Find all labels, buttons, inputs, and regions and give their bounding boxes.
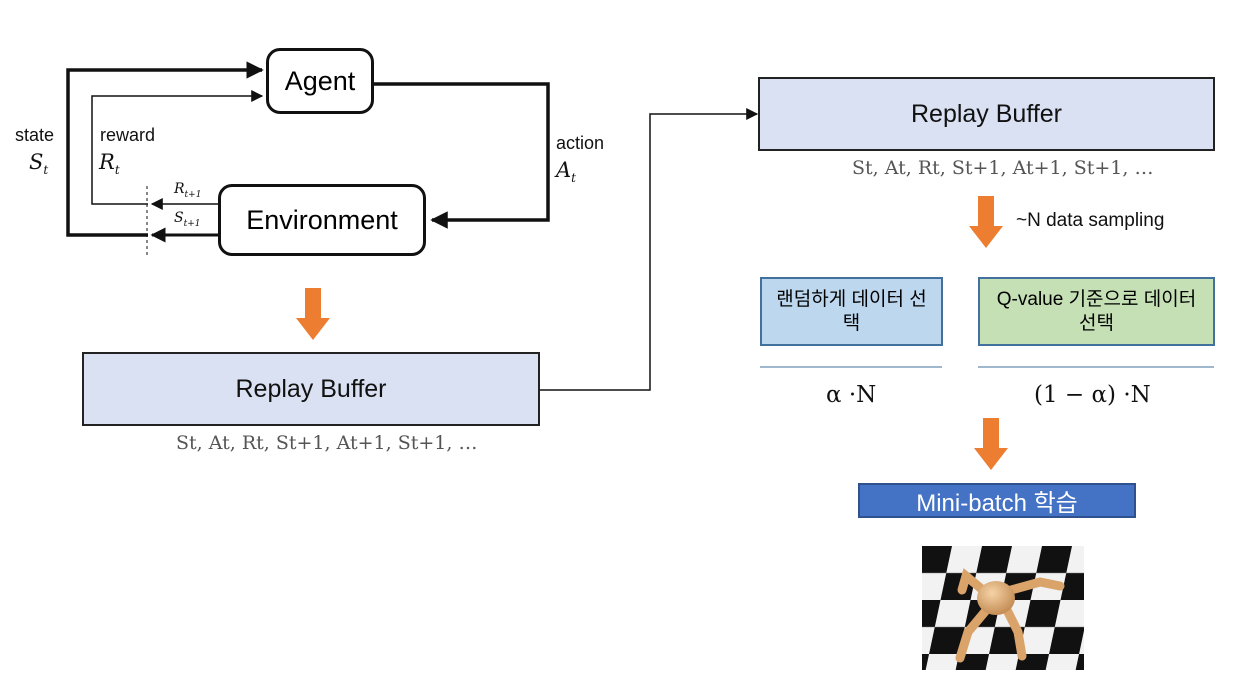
state-label: state	[15, 125, 55, 145]
sampling-label: ~N data sampling	[1016, 210, 1165, 231]
environment-box: Environment	[218, 184, 426, 256]
agent-box: Agent	[266, 48, 374, 114]
qvalue-selection-label: Q-value 기준으로 데이터 선택	[996, 288, 1197, 334]
action-symbol: At	[556, 158, 576, 186]
reward-label: reward	[100, 125, 156, 145]
left-buffer-sequence: St, At, Rt, St+1, At+1, St+1, …	[176, 432, 478, 454]
agent-label: Agent	[284, 65, 356, 96]
left-buffer-title: Replay Buffer	[235, 374, 387, 403]
qvalue-selection-box: Q-value 기준으로 데이터 선택	[978, 277, 1215, 346]
random-selection-label: 랜덤하게 데이터 선택	[776, 288, 927, 334]
random-ratio: α ·N	[826, 382, 877, 408]
right-replay-buffer: Replay Buffer	[758, 77, 1215, 151]
state-symbol: St	[29, 150, 49, 178]
action-label: action	[556, 133, 605, 153]
random-selection-box: 랜덤하게 데이터 선택	[760, 277, 943, 346]
next-reward-symbol: Rt+1	[174, 181, 202, 200]
down-arrow-icon	[969, 196, 1003, 248]
environment-label: Environment	[246, 204, 398, 235]
reward-symbol: Rt	[99, 150, 120, 178]
state-arrow	[66, 61, 264, 237]
minibatch-box: Mini-batch 학습	[858, 483, 1136, 518]
minibatch-label: Mini-batch 학습	[916, 490, 1078, 517]
reward-arrow	[91, 90, 264, 205]
down-arrow-icon	[296, 288, 330, 340]
right-buffer-sequence: St, At, Rt, St+1, At+1, St+1, …	[852, 157, 1154, 179]
down-arrow-icon	[974, 418, 1008, 470]
qvalue-ratio: (1 − α) ·N	[1034, 382, 1151, 408]
action-arrow	[374, 82, 550, 229]
ant-robot-illustration	[922, 546, 1084, 670]
right-buffer-title: Replay Buffer	[910, 99, 1062, 128]
next-state-symbol: St+1	[174, 210, 201, 229]
left-replay-buffer: Replay Buffer	[82, 352, 540, 426]
buffer-link-arrow	[540, 108, 759, 391]
